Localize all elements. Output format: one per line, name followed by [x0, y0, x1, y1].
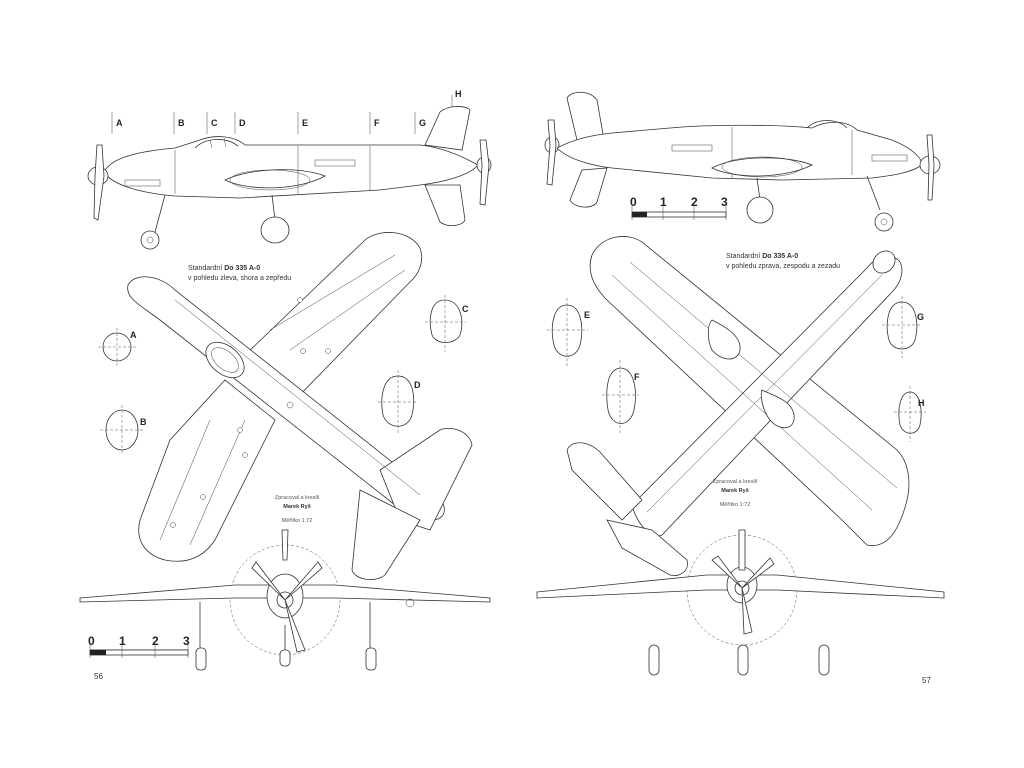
credit-scale: Měřítko 1:72 [719, 502, 751, 508]
section-label-h: H [918, 398, 925, 408]
station-label-e: E [302, 118, 308, 128]
front-view-left [79, 529, 491, 671]
scale-tick-2: 2 [691, 195, 698, 209]
side-view-right [544, 91, 941, 232]
station-label-g: G [419, 118, 426, 128]
page-number-left: 56 [94, 672, 103, 681]
sections-left: A B C D [98, 295, 469, 455]
scale-tick-0: 0 [88, 634, 95, 648]
section-label-d: D [414, 380, 421, 390]
caption-model: Do 335 A-0 [762, 253, 799, 260]
station-label-f: F [374, 118, 380, 128]
side-view-left: A B C D E F G H [87, 89, 492, 250]
credit-scale: Měřítko 1:72 [281, 518, 313, 524]
station-label-a: A [116, 118, 123, 128]
station-label-c: C [211, 118, 218, 128]
section-label-g: G [917, 312, 924, 322]
credit-name: Marek Ryš [721, 488, 749, 494]
scale-tick-0: 0 [630, 195, 637, 209]
scale-tick-1: 1 [119, 634, 126, 648]
section-label-b: B [140, 417, 147, 427]
station-label-b: B [178, 118, 185, 128]
station-label-h: H [455, 89, 462, 99]
caption-description: v pohledu zprava, zespodu a zezadu [726, 263, 841, 270]
bottom-view-right [566, 236, 910, 577]
scale-tick-3: 3 [721, 195, 728, 209]
credit-line: Zpracoval a kreslil [274, 495, 320, 501]
rear-view-right [536, 529, 945, 676]
credit-name: Marek Ryš [283, 504, 311, 510]
scale-bar-left: 0 1 2 3 [88, 634, 190, 658]
left-page: A B C D E F G H [79, 89, 492, 681]
caption-prefix: Standardní [188, 265, 223, 272]
scale-tick-1: 1 [660, 195, 667, 209]
credit-line: Zpracoval a kreslil [712, 479, 758, 485]
credit-right: Zpracoval a kreslil Marek Ryš Měřítko 1:… [700, 478, 770, 510]
caption-description: v pohledu zleva, shora a zepředu [188, 275, 292, 282]
caption-model: Do 335 A-0 [224, 265, 261, 272]
scale-bar-right: 0 1 2 3 [630, 195, 728, 220]
section-label-f: F [634, 372, 640, 382]
scale-tick-2: 2 [152, 634, 159, 648]
credit-left: Zpracoval a kreslil Marek Ryš Měřítko 1:… [262, 494, 332, 526]
section-label-a: A [130, 330, 137, 340]
caption-left: Standardní Do 335 A-0 v pohledu zleva, s… [188, 264, 291, 284]
caption-right: Standardní Do 335 A-0 v pohledu zprava, … [726, 252, 840, 272]
scale-tick-3: 3 [183, 634, 190, 648]
station-label-d: D [239, 118, 246, 128]
page-number-right: 57 [922, 676, 931, 685]
section-label-e: E [584, 310, 590, 320]
top-view-left [127, 232, 473, 580]
right-page: 0 1 2 3 [512, 0, 1024, 768]
section-label-c: C [462, 304, 469, 314]
caption-prefix: Standardní [726, 253, 761, 260]
sections-right: E F G H [547, 296, 926, 442]
left-page-drawings: A B C D E F G H [79, 89, 492, 671]
right-page-drawings: 0 1 2 3 [536, 91, 945, 676]
